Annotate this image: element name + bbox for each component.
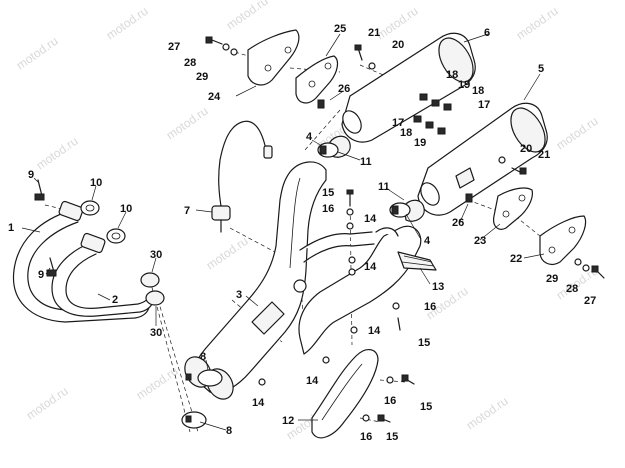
callout-14e: 14 — [252, 397, 265, 409]
watermark-text: motod.ru — [24, 384, 71, 423]
callout-30b: 30 — [150, 327, 162, 339]
watermark-text: motod.ru — [34, 134, 81, 173]
fastener-hardware — [205, 36, 605, 423]
callout-22: 22 — [510, 253, 522, 265]
callout-2: 2 — [112, 294, 118, 306]
leader-lines — [21, 33, 545, 431]
callout-25: 25 — [334, 23, 346, 35]
callout-28a: 28 — [184, 57, 196, 69]
collector-clamps — [181, 369, 223, 429]
callout-16a: 16 — [322, 203, 334, 215]
callout-9b: 9 — [38, 269, 44, 281]
callout-4a: 4 — [306, 131, 313, 143]
callout-11a: 11 — [360, 156, 372, 168]
muffler-left — [403, 102, 548, 222]
callout-14b: 14 — [364, 261, 377, 273]
callout-14c: 14 — [368, 325, 381, 337]
callout-4b: 4 — [424, 235, 431, 247]
callout-30a: 30 — [150, 249, 162, 261]
oxygen-sensor — [211, 120, 273, 233]
watermark-text: motod.ru — [514, 4, 561, 43]
callout-12: 12 — [282, 415, 294, 427]
callout-8a: 8 — [200, 351, 206, 363]
callout-18c: 18 — [400, 127, 412, 139]
callout-21b: 21 — [538, 149, 550, 161]
callout-15c: 15 — [420, 401, 432, 413]
callout-16b: 16 — [424, 301, 436, 313]
watermark-text: motod.ru — [464, 394, 511, 433]
watermark-text: motod.ru — [374, 4, 421, 43]
callout-15d: 15 — [386, 431, 398, 443]
callout-19a: 19 — [458, 79, 470, 91]
callout-27b: 27 — [584, 295, 596, 307]
watermark-text: motod.ru — [14, 34, 61, 73]
callout-28b: 28 — [566, 283, 578, 295]
collector-pipe — [184, 161, 327, 400]
callout-15a: 15 — [322, 187, 334, 199]
muffler-right — [329, 32, 476, 158]
callout-15b: 15 — [418, 337, 430, 349]
callout-18a: 18 — [446, 69, 458, 81]
header-pipes — [12, 200, 165, 323]
callout-20b: 20 — [520, 143, 532, 155]
callout-27a: 27 — [168, 41, 180, 53]
callout-29a: 29 — [196, 71, 208, 83]
watermark-text: motod.ru — [204, 234, 251, 273]
heat-shield — [311, 349, 379, 439]
callout-3: 3 — [236, 289, 242, 301]
callout-9a: 9 — [28, 169, 34, 181]
header-bolts-and-gaskets — [34, 179, 126, 277]
callout-18b: 18 — [472, 85, 484, 97]
callout-16c: 16 — [384, 395, 396, 407]
callout-labels: 1 2 3 4 4 5 6 7 8 8 9 9 10 10 11 11 12 1… — [8, 23, 596, 443]
callout-23: 23 — [474, 235, 486, 247]
callout-24: 24 — [208, 91, 221, 103]
callout-20a: 20 — [392, 39, 404, 51]
watermark-text: motod.ru — [164, 104, 211, 143]
callout-10a: 10 — [90, 177, 102, 189]
callout-17b: 17 — [392, 117, 404, 129]
callout-14d: 14 — [306, 375, 319, 387]
callout-29b: 29 — [546, 273, 558, 285]
watermark-text: motod.ru — [104, 4, 151, 43]
callout-26b: 26 — [452, 217, 464, 229]
watermark-text: motod.ru — [554, 114, 601, 153]
callout-5: 5 — [538, 63, 544, 75]
callout-1: 1 — [8, 222, 14, 234]
callout-21a: 21 — [368, 27, 380, 39]
watermark-text: motod.ru — [224, 0, 271, 32]
callout-13: 13 — [432, 281, 444, 293]
callout-19b: 19 — [414, 137, 426, 149]
callout-14a: 14 — [364, 213, 377, 225]
callout-7: 7 — [184, 205, 190, 217]
callout-11b: 11 — [378, 181, 390, 193]
callout-10b: 10 — [120, 203, 132, 215]
muffler-brackets-right — [493, 187, 587, 265]
muffler-brackets-top — [247, 29, 339, 104]
callout-26a: 26 — [338, 83, 350, 95]
callout-8b: 8 — [226, 425, 232, 437]
callout-17a: 17 — [478, 99, 490, 111]
muffler-clamps — [317, 142, 411, 218]
callout-6: 6 — [484, 27, 490, 39]
crossover-pipe — [298, 225, 437, 355]
callout-16d: 16 — [360, 431, 372, 443]
